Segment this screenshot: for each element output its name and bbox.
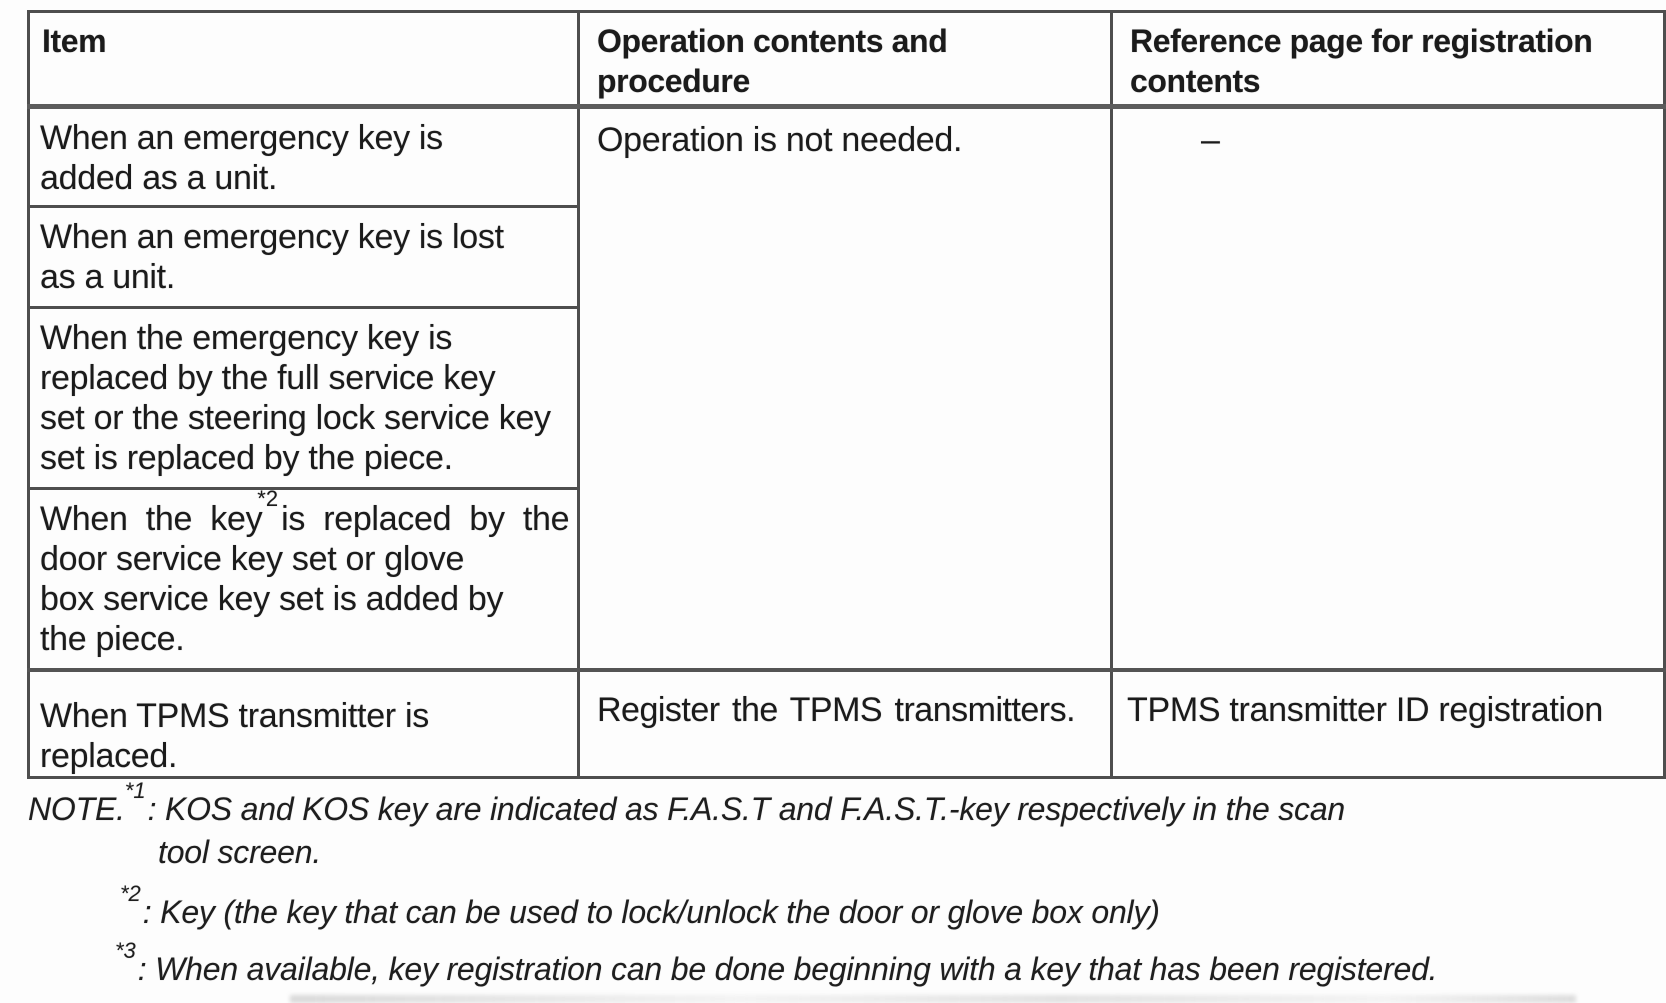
item-text-segment: is replaced by the <box>281 500 570 538</box>
note-3: *3: When available, key registration can… <box>115 940 1638 991</box>
table-row: When TPMS transmitter is replaced. Regis… <box>27 667 1666 779</box>
key-registration-table: Item Operation contents and procedure Re… <box>27 10 1666 779</box>
reference-cell-merged-dash: – <box>1110 105 1666 671</box>
note-text: : KOS and KOS key are indicated as F.A.S… <box>147 791 1346 870</box>
item-cell-emergency-key-added: When an emergency key is added as a unit… <box>27 105 580 208</box>
note-text: : Key (the key that can be used to lock/… <box>142 894 1160 930</box>
table-row: When an emergency key is added as a unit… <box>27 105 1666 671</box>
item-text-segment: door service key set or glove box servic… <box>40 540 504 658</box>
table-row: When the emergency key is replaced by th… <box>27 306 1665 490</box>
footnote-marker-2: *2 <box>120 881 141 907</box>
item-cell-emergency-key-replaced: When the emergency key is replaced by th… <box>27 306 580 490</box>
footnote-marker-1: *1 <box>124 778 146 804</box>
col-header-operation: Operation contents and procedure <box>577 10 1113 109</box>
footnote-marker-3: *3 <box>115 938 136 964</box>
operation-cell-tpms: Register the TPMS transmitters. <box>577 667 1113 779</box>
item-cell-tpms-replaced: When TPMS transmitter is replaced. <box>27 667 580 779</box>
table-header-row: Item Operation contents and procedure Re… <box>27 10 1666 109</box>
col-header-reference: Reference page for registration contents <box>1110 10 1666 109</box>
note-text: : When available, key registration can b… <box>137 951 1438 987</box>
notes-section: NOTE.*1: KOS and KOS key are indicated a… <box>28 780 1638 991</box>
page-cutoff-smudge <box>290 995 1576 1003</box>
item-cell-emergency-key-lost: When an emergency key is lost as a unit. <box>27 205 580 309</box>
note-2: *2: Key (the key that can be used to loc… <box>120 883 1638 934</box>
note-lead: NOTE. <box>28 791 125 827</box>
reference-cell-tpms: TPMS transmitter ID registration <box>1110 667 1666 779</box>
footnote-marker-2: *2 <box>257 485 279 511</box>
table-row: When an emergency key is lost as a unit. <box>27 205 1665 309</box>
note-1: NOTE.*1: KOS and KOS key are indicated a… <box>28 780 1638 874</box>
col-header-item: Item <box>27 10 580 109</box>
operation-cell-merged: Operation is not needed. <box>577 105 1113 671</box>
item-text-segment: When the key <box>40 500 263 538</box>
